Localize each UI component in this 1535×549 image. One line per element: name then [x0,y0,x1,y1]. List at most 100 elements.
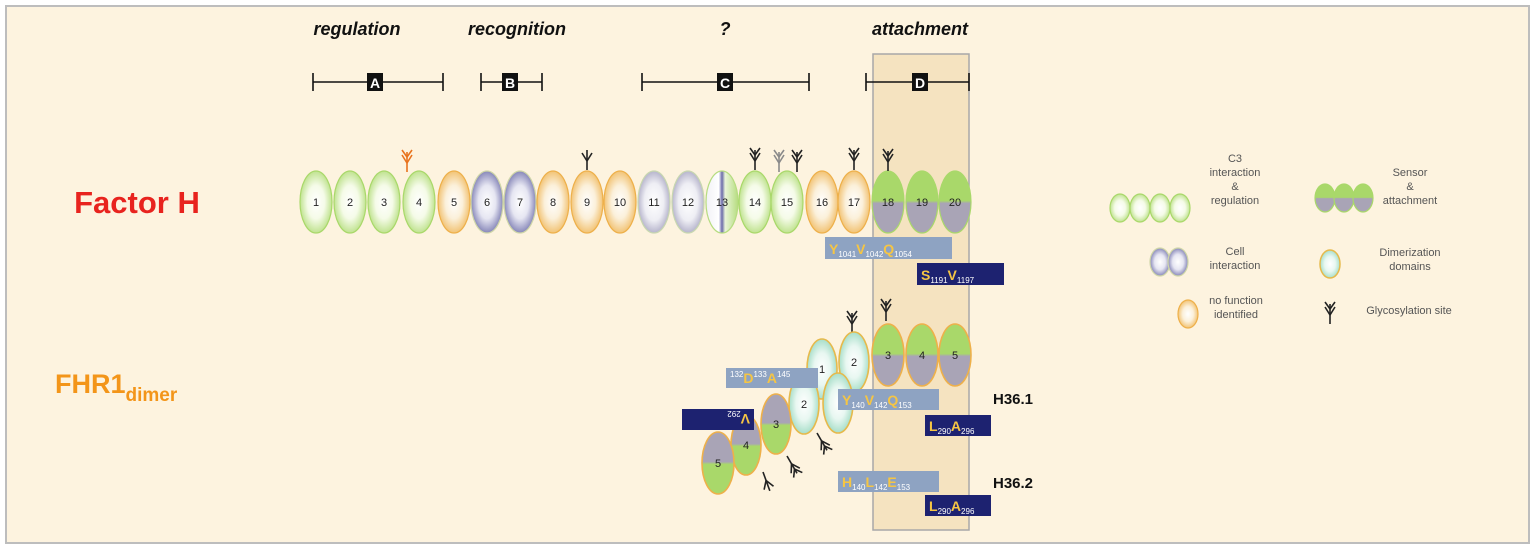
domain-number: 1 [819,364,825,376]
domain-shape [536,170,570,234]
legend-swatch [1149,193,1171,223]
domain-number: 3 [381,197,387,209]
epitope-text: L290A296 [929,418,975,436]
region-title: ? [720,19,731,39]
factor-h-domain-16: 16 [805,170,839,234]
legend-label: identified [1214,309,1258,321]
factor-h-title: Factor H [74,185,200,220]
legend-label: Cell [1226,246,1245,258]
epitope-factor-h-1: Y1041V1042Q1054 [825,237,952,259]
epitope-box [838,389,939,410]
legend-swatch [1352,183,1374,213]
glycosylation-icon [762,471,775,492]
epitope-box [917,263,1004,285]
legend-label: interaction [1210,167,1261,179]
glycosylation-icon [882,148,894,171]
epitope-labels: Y1041V1042Q1054S1191V1197132D133A145Y140… [682,237,1004,516]
domain-number: 5 [952,350,958,362]
factor-h-domain-13: 13 [705,170,739,234]
epitope-h36-2-dark: L290A296 [925,495,991,516]
glycosylation-icon [791,149,803,172]
domain-number: 5 [715,458,721,470]
domain-shape [437,170,471,234]
domain-shape [938,170,972,234]
domain-shape [705,170,739,234]
legend-swatch [1333,183,1355,213]
domain-number: 18 [882,197,894,209]
epitope-h36-2-light: H140L142E153 [838,471,939,492]
epitope-box [838,471,939,492]
legend-label: & [1406,181,1414,193]
domain-number: 2 [347,197,353,209]
region-c: ?C [641,19,810,91]
legend-item-glyco: Glycosylation site [1324,301,1452,324]
legend-label: attachment [1383,195,1437,207]
factor-h-domain-15: 15 [770,170,804,234]
legend-label: domains [1389,261,1431,273]
factor-h-domain-9: 9 [570,170,604,234]
domain-shape [671,170,705,234]
epitope-box [925,415,991,436]
fhr1-domain-5: 5 [938,323,972,387]
epitope-text: L290A296 [929,498,975,516]
region-title: regulation [313,19,400,39]
domain-number: 13 [716,197,728,209]
domain-number: 2 [801,399,807,411]
factor-h-domain-14: 14 [738,170,772,234]
domain-number: 6 [484,197,490,209]
domain-shape [402,170,436,234]
diagram-background [5,5,1530,544]
domain-number: 10 [614,197,626,209]
region-title: attachment [872,19,969,39]
factor-h-domain-18: 18 [871,170,905,234]
factor-h-domain-7: 7 [503,170,537,234]
factor-h-domain-12: 12 [671,170,705,234]
factor-h-domain-17: 17 [837,170,871,234]
legend-swatch [1149,247,1171,277]
domain-number: 3 [885,350,891,362]
attachment-region-highlight [872,53,970,531]
fhr1-domain-2-flipped: 2 [788,373,820,435]
epitope-h36-1-dark: L290A296 [925,415,991,436]
glycosylation-icon [401,149,413,172]
region-title: recognition [468,19,566,39]
epitope-factor-h-2: S1191V1197 [917,263,1004,285]
glycosylation-sites [401,147,894,492]
factor-h-domain-5: 5 [437,170,471,234]
factor-h-domain-8: 8 [536,170,570,234]
domain-number: 2 [851,357,857,369]
glycosylation-icon [786,455,803,478]
domain-shape [299,170,333,234]
epitope-text: Y140V142Q153 [842,392,912,410]
domain-shape [637,170,671,234]
region-letter: A [370,75,380,91]
antibody-h36-1-label: H36.1 [993,391,1033,408]
epitope-text: Y1041V1042Q1054 [829,241,913,259]
legend-swatch [1169,193,1191,223]
domain-number: 4 [919,350,925,362]
glycosylation-icon [1324,301,1336,324]
factor-h-domain-11: 11 [637,170,671,234]
factor-h-domain-3: 3 [367,170,401,234]
epitope-text: H140L142E153 [842,474,911,492]
domain-shape [770,170,804,234]
legend-swatch [1177,299,1199,329]
legend-label: C3 [1228,153,1242,165]
domain-shape [570,170,604,234]
domain-number: 4 [416,197,422,209]
factor-h-domain-19: 19 [905,170,939,234]
glycosylation-icon [846,310,858,333]
factor-h-domain-10: 10 [603,170,637,234]
fhr1-domain-4: 4 [905,323,939,387]
fhr1-domain-3: 3 [871,323,905,387]
legend-swatch [1319,249,1341,279]
epitope-box [726,368,818,388]
fhr1-title: FHR1dimer [55,369,178,406]
domain-number: 19 [916,197,928,209]
region-letter-box [717,73,733,91]
